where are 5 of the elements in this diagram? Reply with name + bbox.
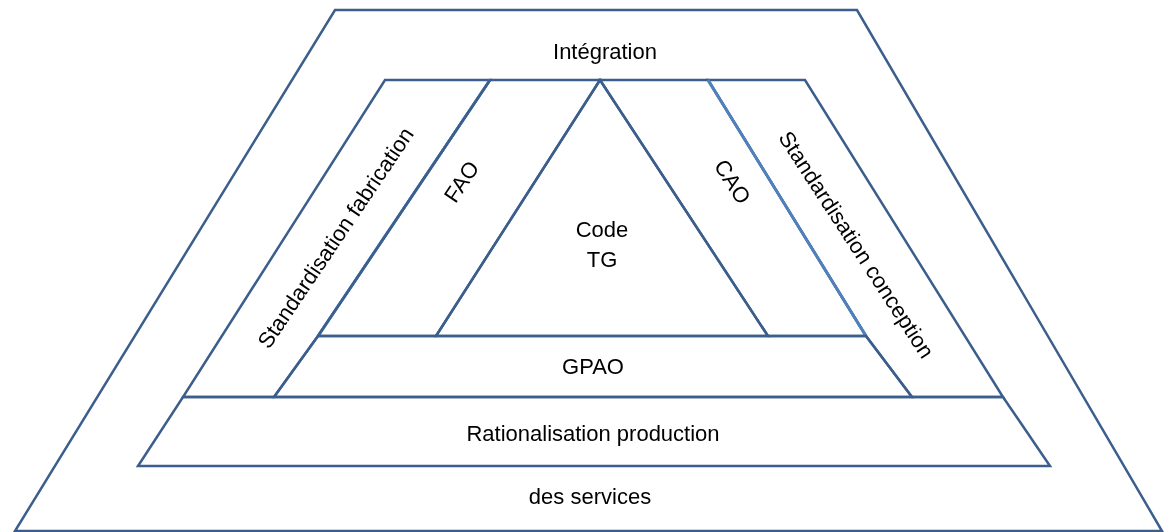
label: GPAO bbox=[562, 353, 624, 381]
label: Code TG bbox=[574, 216, 630, 274]
label: Rationalisation production bbox=[466, 420, 720, 448]
label: Intégration bbox=[553, 38, 657, 66]
label: des services bbox=[528, 483, 652, 511]
